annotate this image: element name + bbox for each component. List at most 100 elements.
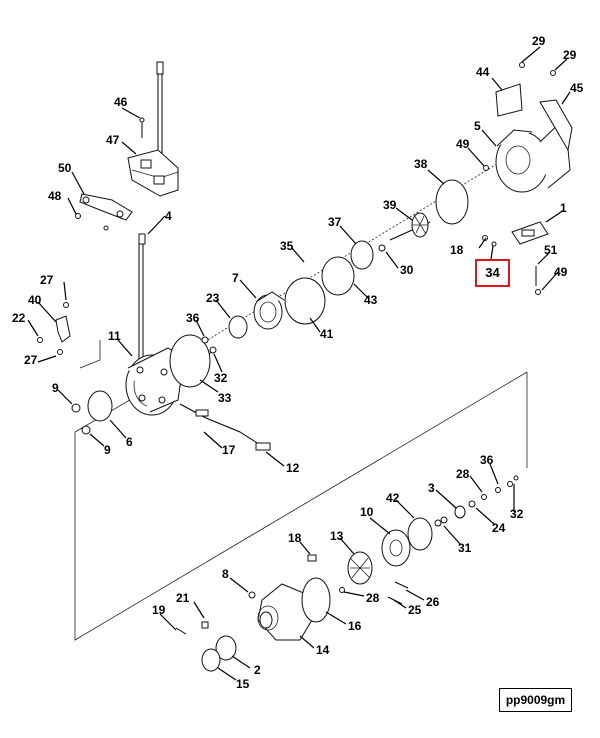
fitting-18b — [307, 554, 317, 562]
callout-28: 28 — [456, 467, 470, 481]
callout-13: 13 — [330, 529, 344, 543]
plug-9a — [71, 403, 81, 413]
callout-15: 15 — [236, 677, 250, 691]
highlighted-callout-34[interactable]: 34 — [475, 259, 510, 287]
bracket-40 — [37, 302, 71, 355]
ring-2 — [215, 635, 237, 661]
callout-14: 14 — [316, 643, 330, 657]
callout-47: 47 — [106, 133, 120, 147]
callout-36: 36 — [480, 453, 494, 467]
seal-ring-6 — [87, 390, 113, 422]
callout-28: 28 — [366, 591, 380, 605]
callout-42: 42 — [386, 491, 400, 505]
callout-6: 6 — [126, 435, 133, 449]
highlighted-callout-label: 34 — [485, 265, 500, 280]
callout-leaders — [27, 46, 571, 681]
heat-shield — [495, 62, 573, 152]
callout-9: 9 — [52, 381, 59, 395]
actuator-bracket — [127, 149, 179, 197]
callout-29: 29 — [563, 48, 577, 62]
callout-18: 18 — [288, 531, 302, 545]
callout-43: 43 — [364, 293, 378, 307]
ring-15 — [201, 648, 221, 672]
callout-30: 30 — [400, 263, 414, 277]
oil-line — [179, 403, 271, 451]
lever-arm — [79, 193, 133, 231]
callout-45: 45 — [570, 81, 584, 95]
callout-31: 31 — [458, 541, 472, 555]
callout-7: 7 — [232, 271, 239, 285]
callout-51: 51 — [544, 243, 558, 257]
callout-27: 27 — [24, 353, 38, 367]
ring-18a — [482, 235, 488, 241]
pin-34 — [491, 241, 497, 247]
callout-39: 39 — [383, 198, 397, 212]
callout-49: 49 — [456, 137, 470, 151]
ring-28b — [339, 587, 345, 593]
callout-21: 21 — [176, 591, 190, 605]
callout-2: 2 — [254, 663, 261, 677]
ring-31b — [440, 516, 448, 524]
fitting-21 — [201, 621, 209, 629]
gasket-42 — [407, 517, 433, 551]
callout-12: 12 — [286, 461, 300, 475]
callout-48: 48 — [48, 189, 62, 203]
callout-49: 49 — [554, 265, 568, 279]
callout-46: 46 — [114, 95, 128, 109]
washer-24 — [468, 500, 476, 508]
callout-23: 23 — [206, 291, 220, 305]
gasket-plate-1 — [511, 221, 549, 245]
plug-9b — [81, 425, 91, 435]
gasket-33 — [169, 334, 211, 388]
callout-32: 32 — [510, 507, 524, 521]
callout-33: 33 — [218, 391, 232, 405]
callout-36: 36 — [186, 311, 200, 325]
callout-3: 3 — [428, 481, 435, 495]
stud-19 — [175, 627, 187, 635]
ring-38 — [435, 179, 469, 225]
seal-30 — [378, 244, 386, 252]
callout-29: 29 — [532, 34, 546, 48]
ring-23 — [228, 315, 248, 339]
bearing-housing-7 — [253, 291, 285, 330]
impeller-shaft-39 — [389, 212, 431, 241]
nut-49a — [483, 165, 489, 171]
washer-36b — [495, 487, 501, 493]
pin-32b — [513, 475, 519, 481]
callout-18: 18 — [450, 243, 464, 257]
callout-25: 25 — [408, 603, 422, 617]
callout-26: 26 — [426, 595, 440, 609]
callout-24: 24 — [492, 521, 506, 535]
callout-5: 5 — [474, 119, 481, 133]
callout-labels: 29 29 44 45 46 47 5 49 38 50 48 39 1 4 3… — [12, 34, 584, 691]
actuator-rod — [138, 61, 164, 375]
washer-36 — [201, 336, 209, 344]
nut-49b — [535, 289, 541, 295]
callout-10: 10 — [360, 505, 374, 519]
plug-8 — [248, 591, 256, 599]
callout-44: 44 — [476, 65, 490, 79]
callout-8: 8 — [222, 567, 229, 581]
callout-19: 19 — [152, 603, 166, 617]
ring-37 — [350, 240, 374, 270]
callout-17: 17 — [222, 443, 236, 457]
callout-4: 4 — [165, 209, 172, 223]
backplate-10 — [381, 529, 411, 567]
callout-41: 41 — [320, 327, 334, 341]
callout-37: 37 — [328, 215, 342, 229]
callout-16: 16 — [348, 619, 362, 633]
callout-11: 11 — [108, 329, 121, 343]
ring-43 — [321, 256, 355, 296]
callout-32: 32 — [214, 371, 228, 385]
bolt-26 — [394, 581, 409, 589]
washer-32 — [209, 346, 217, 354]
collar-3 — [454, 505, 466, 519]
ring-28a — [481, 494, 487, 500]
callout-50: 50 — [58, 161, 72, 175]
turbine-wheel-13 — [347, 551, 373, 585]
callout-35: 35 — [280, 239, 294, 253]
figure-reference-code: pp9009gm — [499, 688, 572, 712]
clamp-16 — [301, 577, 331, 623]
